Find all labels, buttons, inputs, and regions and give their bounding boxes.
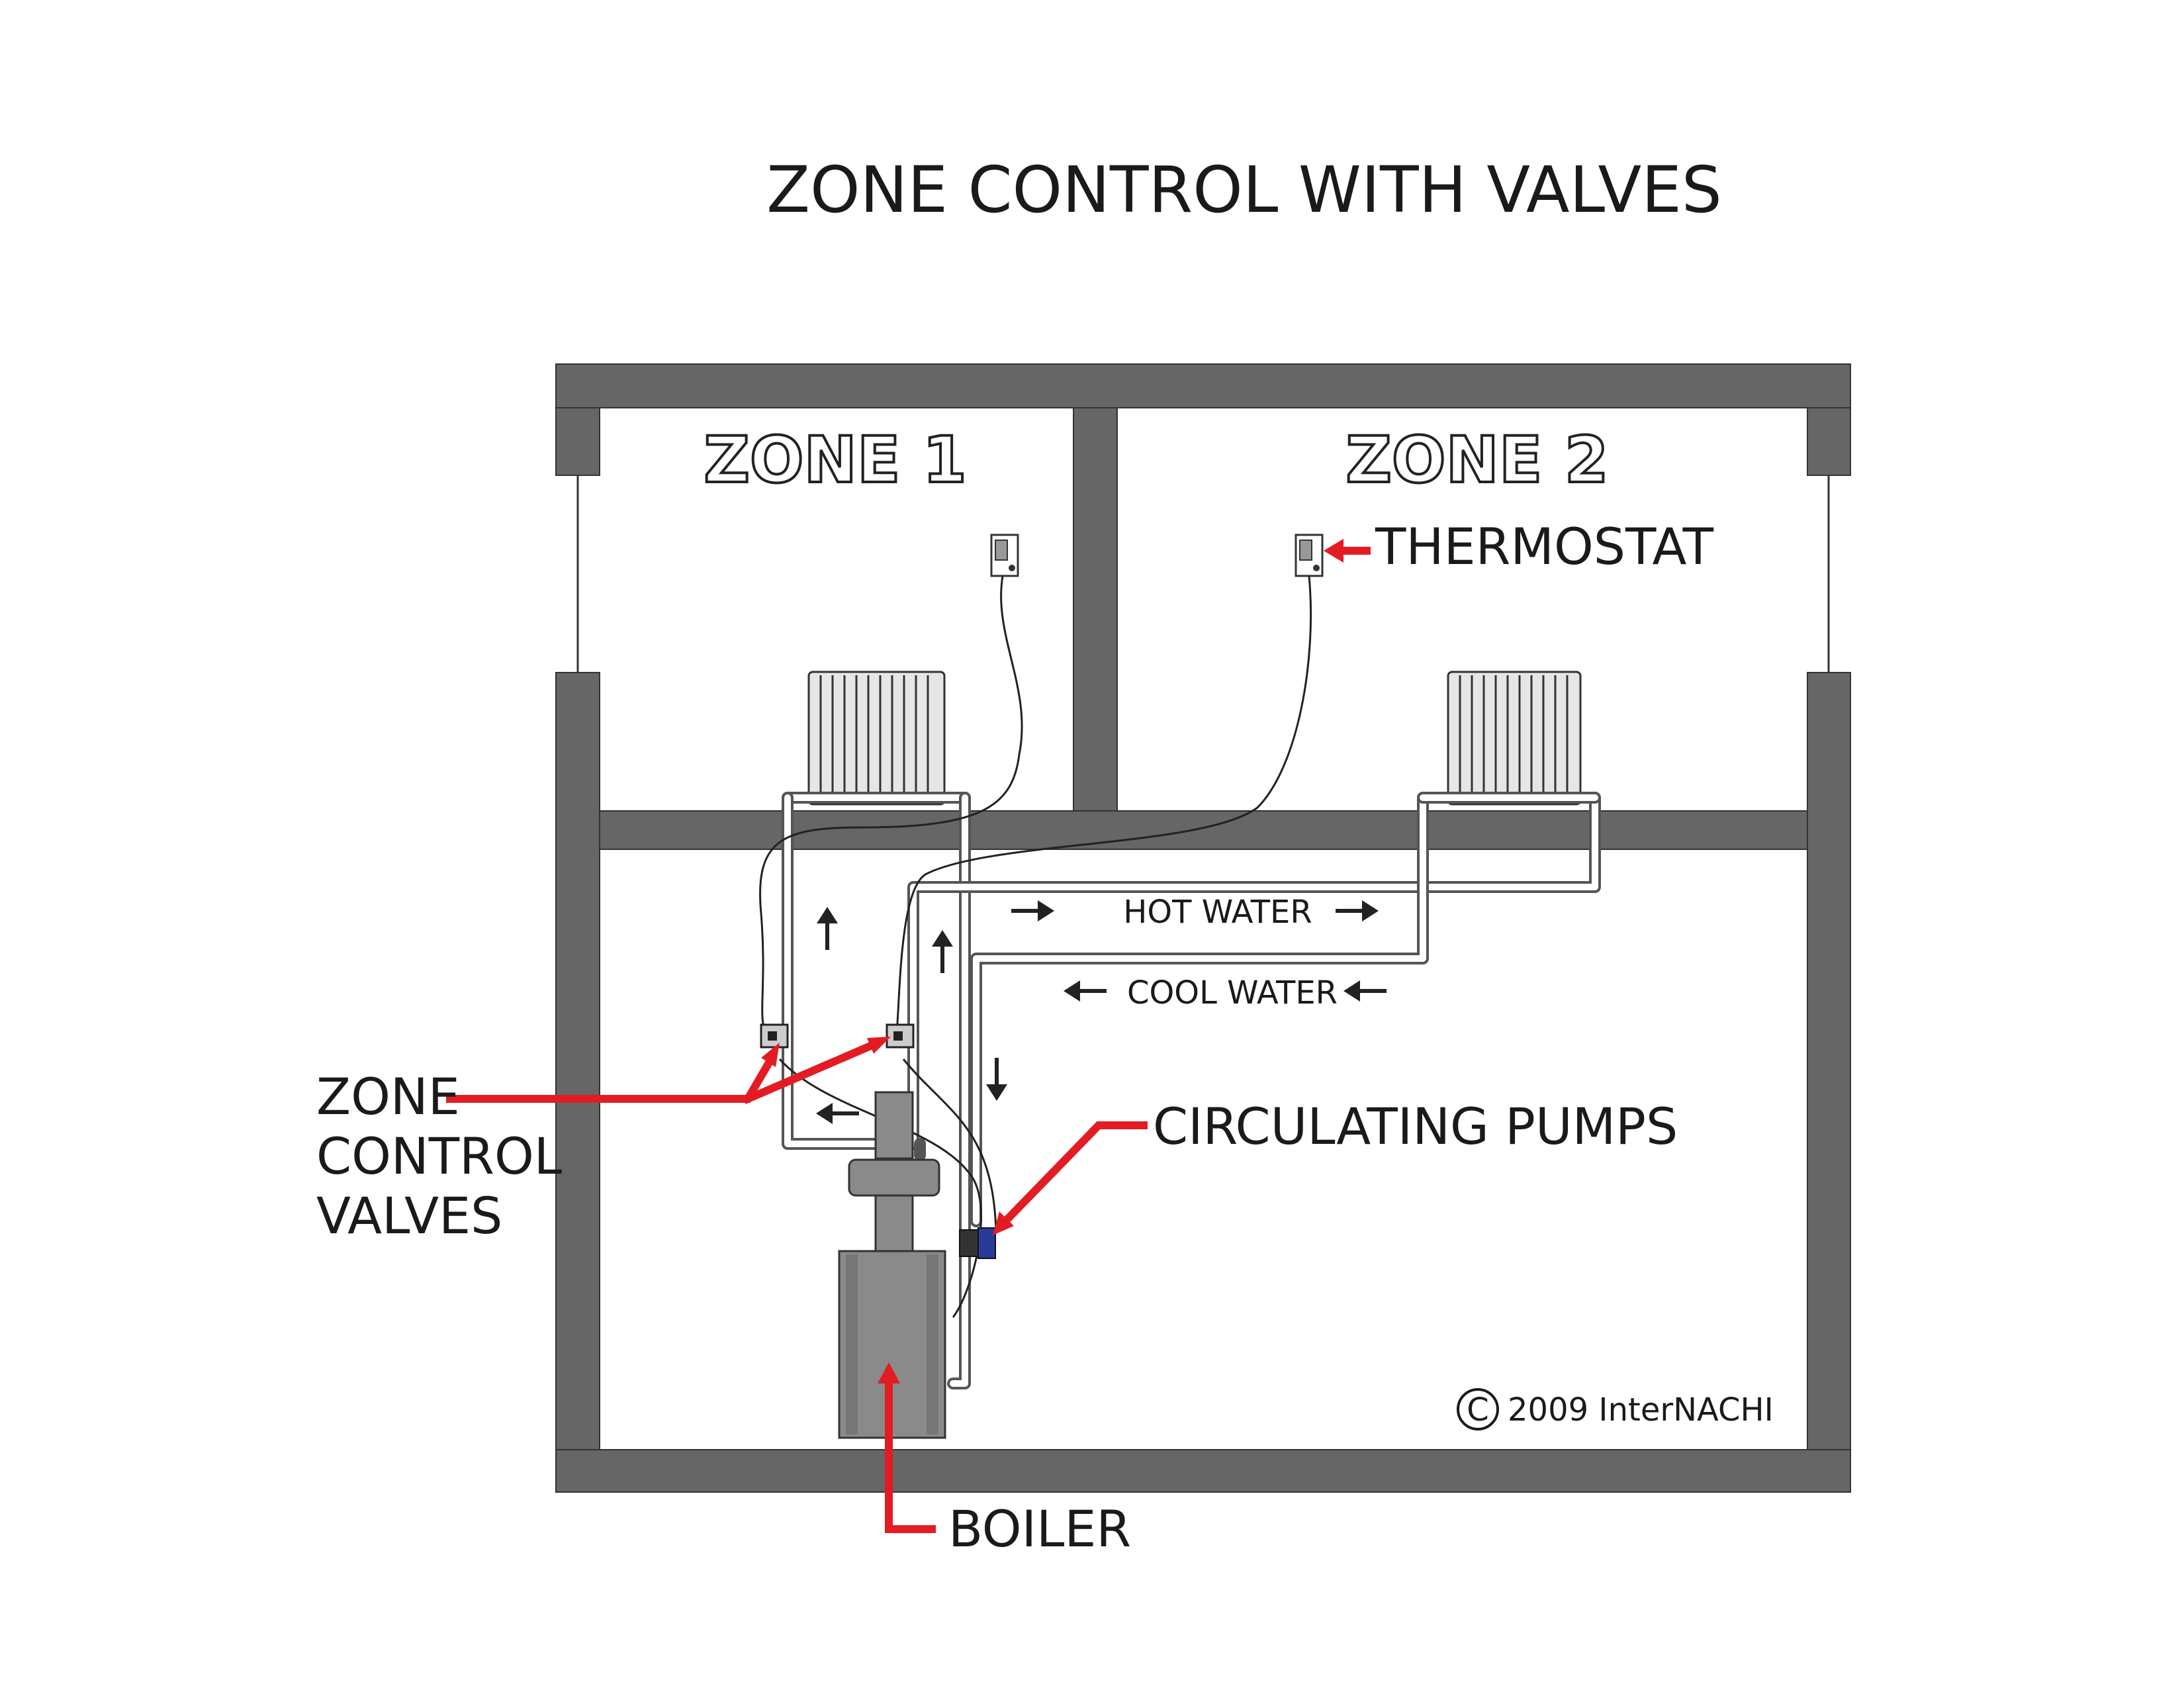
flow-arrow-cool-1: [1064, 980, 1107, 1002]
zone-partition-wall: [1073, 407, 1118, 812]
flow-arrow-left-return: [816, 1103, 859, 1124]
copyright-symbol: C: [1467, 1391, 1489, 1429]
zone-control-valve-1: [760, 1023, 789, 1049]
boiler-label: BOILER: [948, 1499, 1131, 1558]
house-structure: [555, 363, 1851, 1493]
thermostat-zone-1: [990, 534, 1019, 577]
roof-wall: [555, 363, 1851, 408]
left-wall-top: [555, 407, 600, 476]
copyright-notice: C 2009 InterNACHI: [1457, 1388, 1774, 1430]
radiator-zone-2: [1447, 671, 1582, 806]
zone-control-valve-2: [886, 1023, 915, 1049]
foundation-floor: [555, 1449, 1851, 1493]
thermostat-callout-arrow: [1324, 539, 1371, 563]
flow-arrow-up-2: [932, 930, 953, 973]
zone-1-label: ZONE 1: [704, 423, 966, 497]
pump-callout-arrow: [993, 1121, 1148, 1235]
thermostat-zone-2: [1295, 534, 1324, 577]
thermostat-label: THERMOSTAT: [1375, 517, 1714, 576]
right-wall-bottom: [1807, 672, 1851, 1450]
diagram-title: ZONE CONTROL WITH VALVES: [766, 153, 1722, 227]
circulating-pumps-label: CIRCULATING PUMPS: [1153, 1097, 1678, 1156]
radiator-zone-1: [807, 671, 946, 806]
zone-2-label: ZONE 2: [1345, 423, 1608, 497]
circulating-pump: [959, 1227, 996, 1259]
flow-arrow-cool-2: [1343, 980, 1387, 1002]
copyright-circle: [1457, 1388, 1499, 1430]
cool-water-label: COOL WATER: [1127, 974, 1338, 1011]
flow-arrow-up-1: [817, 907, 838, 950]
flow-arrow-hot-1: [1011, 900, 1054, 921]
boiler-callout-arrow: [878, 1362, 936, 1533]
thermostat-wires: [759, 575, 1312, 1318]
flow-arrow-down: [986, 1058, 1007, 1101]
hot-water-label: HOT WATER: [1123, 894, 1312, 931]
upper-floor-slab: [598, 810, 1808, 850]
flow-arrows: [816, 900, 1387, 1124]
zone-control-valves-label-line1: ZONE: [316, 1067, 460, 1126]
left-wall-bottom: [555, 672, 600, 1450]
copyright-text: 2009 InterNACHI: [1508, 1391, 1774, 1429]
zone-control-valves-label-line2: CONTROL: [316, 1127, 562, 1186]
valve-callout-arrows: [446, 1037, 891, 1104]
right-wall-top: [1807, 407, 1851, 476]
flow-arrow-hot-2: [1336, 900, 1379, 921]
zone-control-valves-label-line3: VALVES: [316, 1186, 502, 1245]
